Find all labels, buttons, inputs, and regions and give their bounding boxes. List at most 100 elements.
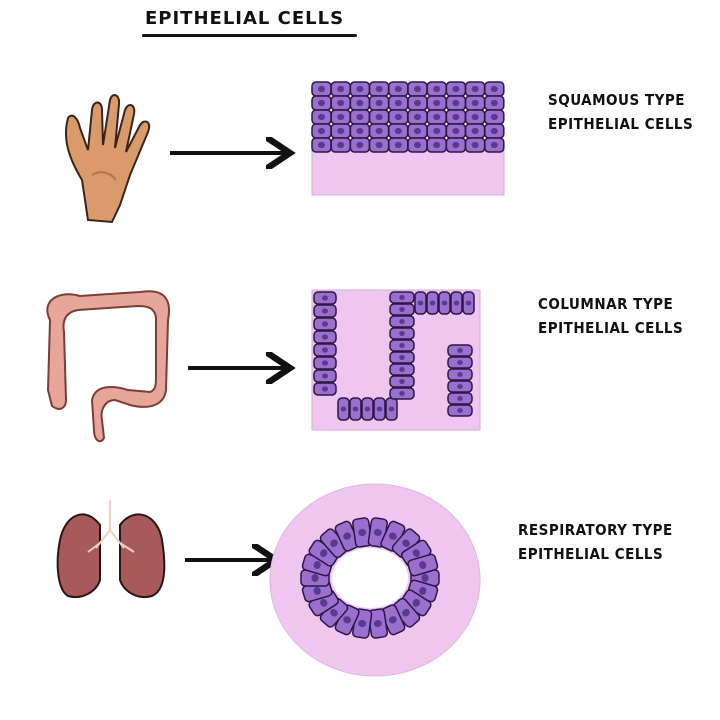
cell	[349, 123, 371, 139]
cell	[311, 137, 332, 153]
cell	[330, 123, 351, 139]
cell	[311, 81, 332, 97]
cell	[426, 81, 447, 97]
columnar-label: COLUMNAR TYPE EPITHELIAL CELLS	[538, 292, 683, 340]
cell	[389, 291, 415, 304]
cell	[368, 137, 390, 153]
cell	[484, 95, 505, 111]
columnar-epithelium	[311, 289, 481, 431]
cell	[447, 392, 473, 405]
cell	[426, 137, 447, 153]
cell	[407, 553, 439, 577]
label-line: COLUMNAR TYPE	[538, 295, 674, 313]
cell	[414, 291, 427, 315]
cell	[337, 397, 350, 421]
cell	[464, 81, 486, 97]
cell	[313, 317, 337, 331]
squamous-epithelium	[311, 81, 505, 196]
cell	[389, 375, 415, 388]
label-line: EPITHELIAL CELLS	[518, 545, 664, 563]
cell	[330, 81, 351, 97]
cell	[311, 95, 332, 111]
cell	[388, 123, 409, 139]
cell	[389, 339, 415, 352]
cell	[447, 380, 473, 393]
cell	[313, 369, 337, 383]
cell	[388, 109, 409, 125]
cell	[484, 81, 505, 97]
hand-icon	[64, 94, 151, 224]
cell	[445, 137, 467, 153]
label-line: RESPIRATORY TYPE	[518, 521, 673, 539]
cell	[445, 81, 467, 97]
cell	[368, 123, 390, 139]
cell	[438, 291, 451, 315]
cell	[464, 123, 486, 139]
cell	[389, 303, 415, 316]
cell	[407, 109, 428, 125]
cell	[447, 344, 473, 357]
cell	[311, 123, 332, 139]
cell	[389, 315, 415, 328]
cell	[464, 95, 486, 111]
cell	[400, 589, 432, 617]
cell	[313, 382, 337, 396]
cell	[330, 95, 351, 111]
cell	[349, 109, 371, 125]
label-line: EPITHELIAL CELLS	[538, 319, 684, 337]
cell	[389, 351, 415, 364]
cell	[313, 343, 337, 357]
cell	[447, 356, 473, 369]
cell	[450, 291, 463, 315]
cell	[388, 137, 409, 153]
cell	[426, 123, 447, 139]
cell	[426, 109, 447, 125]
cell	[389, 327, 415, 340]
cell	[311, 109, 332, 125]
cell	[426, 95, 447, 111]
respiratory-label: RESPIRATORY TYPE EPITHELIAL CELLS	[518, 518, 673, 566]
cell	[407, 95, 428, 111]
cell	[313, 330, 337, 344]
cell	[349, 81, 371, 97]
cell	[330, 137, 351, 153]
cell	[368, 95, 390, 111]
colon-icon	[46, 290, 170, 443]
cell	[361, 397, 374, 421]
cell	[367, 608, 388, 639]
squamous-label: SQUAMOUS TYPE EPITHELIAL CELLS	[548, 88, 693, 136]
cell	[389, 387, 415, 400]
cell	[484, 137, 505, 153]
cell	[368, 81, 390, 97]
cell	[426, 291, 439, 315]
cell	[313, 304, 337, 318]
cell	[484, 109, 505, 125]
cell	[484, 123, 505, 139]
cell	[368, 109, 390, 125]
cell	[388, 81, 409, 97]
cell	[349, 397, 362, 421]
cell	[462, 291, 475, 315]
cell	[388, 95, 409, 111]
cell	[445, 95, 467, 111]
lungs-icon	[56, 500, 166, 598]
cell	[464, 109, 486, 125]
cell	[407, 123, 428, 139]
label-line: SQUAMOUS TYPE	[548, 91, 685, 109]
cell	[391, 597, 421, 628]
diagram-title: EPITHELIAL CELLS	[145, 8, 345, 29]
title-underline	[142, 34, 357, 37]
cell	[389, 363, 415, 376]
respiratory-epithelium	[269, 483, 481, 677]
label-line: EPITHELIAL CELLS	[548, 115, 694, 133]
cell	[464, 137, 486, 153]
cell	[447, 404, 473, 417]
cell	[373, 397, 386, 421]
cell	[313, 291, 337, 305]
cell	[385, 397, 398, 421]
cell	[349, 137, 371, 153]
cell	[445, 123, 467, 139]
cell	[445, 109, 467, 125]
